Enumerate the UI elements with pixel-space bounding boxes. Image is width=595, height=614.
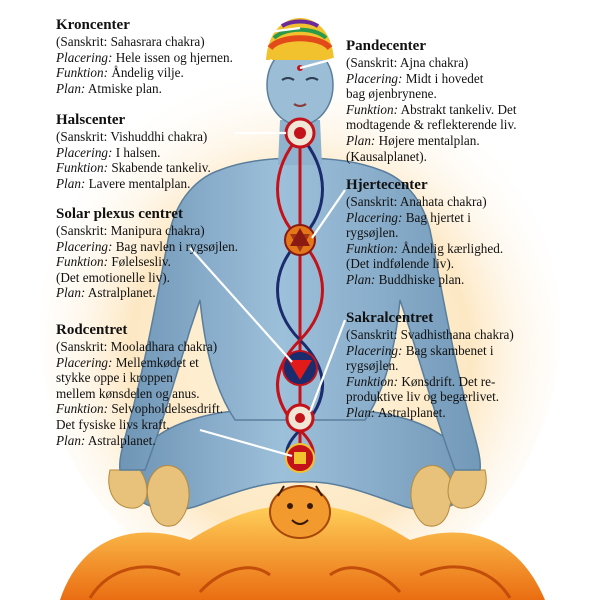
sakralcentret-funktion-2: produktive liv og begærlivet. bbox=[346, 389, 500, 405]
solar-plexus-funktion-2: (Det emotionelle liv). bbox=[56, 269, 170, 285]
kroncenter-placering: Placering: Hele issen og hjernen. bbox=[56, 49, 233, 65]
rodcentret-placering-2: stykke oppe i kroppen bbox=[56, 370, 173, 386]
pandecenter-funktion-2: modtagende & reflekterende liv. bbox=[346, 117, 517, 133]
hjertecenter-funktion-2: (Det indfølende liv). bbox=[346, 256, 455, 272]
crown-lotus-icon bbox=[266, 18, 334, 60]
pandecenter-plan-2: (Kausalplanet). bbox=[346, 148, 427, 164]
kroncenter-funktion: Funktion: Åndelig vilje. bbox=[56, 65, 184, 81]
tiger-head-icon bbox=[269, 485, 331, 539]
rodcentret-funktion-2: Det fysiske livs kraft. bbox=[56, 416, 170, 432]
kroncenter-plan: Plan: Atmiske plan. bbox=[56, 80, 162, 96]
leader-lines bbox=[189, 26, 347, 458]
pandecenter-placering: Placering: Midt i hovedet bbox=[346, 70, 484, 86]
pandecenter-block: Pandecenter (Sanskrit: Ajna chakra) Plac… bbox=[346, 38, 517, 164]
rodcentret-block: Rodcentret (Sanskrit: Mooladhara chakra)… bbox=[56, 322, 223, 448]
pandecenter-placering-2: bag øjenbrynene. bbox=[346, 86, 437, 102]
halscenter-placering: Placering: I halsen. bbox=[56, 144, 161, 160]
sakralcentret-sanskrit: (Sanskrit: Svadhisthana chakra) bbox=[346, 327, 514, 342]
solar-plexus-plan: Plan: Astralplanet. bbox=[56, 285, 156, 301]
hjertecenter-sanskrit: (Sanskrit: Anahata chakra) bbox=[346, 194, 487, 209]
hjertecenter-block: Hjertecenter (Sanskrit: Anahata chakra) … bbox=[346, 177, 503, 288]
solar-plexus-title: Solar plexus centret bbox=[56, 206, 183, 222]
solar-plexus-placering: Placering: Bag navlen i rygsøjlen. bbox=[56, 238, 239, 254]
sakralcentret-block: Sakralcentret (Sanskrit: Svadhisthana ch… bbox=[346, 310, 514, 421]
sakralcentret-placering: Placering: Bag skambenet i bbox=[346, 342, 494, 358]
solar-plexus-block: Solar plexus centret (Sanskrit: Manipura… bbox=[56, 206, 238, 301]
sakralcentret-title: Sakralcentret bbox=[346, 310, 434, 326]
kroncenter-sanskrit: (Sanskrit: Sahasrara chakra) bbox=[56, 34, 205, 49]
sakralcentret-plan: Plan: Astralplanet. bbox=[346, 404, 446, 420]
rodcentret-sanskrit: (Sanskrit: Mooladhara chakra) bbox=[56, 339, 218, 354]
hjertecenter-title: Hjertecenter bbox=[346, 177, 428, 193]
rodcentret-placering: Placering: Mellemkødet et bbox=[56, 354, 199, 370]
solar-plexus-funktion: Funktion: Følelsesliv. bbox=[56, 254, 171, 270]
sakralcentret-funktion: Funktion: Kønsdrift. Det re- bbox=[346, 373, 496, 389]
rodcentret-funktion: Funktion: Selvopholdelsesdrift. bbox=[56, 401, 224, 417]
halscenter-title: Halscenter bbox=[56, 112, 126, 128]
rodcentret-placering-3: mellem kønsdelen og anus. bbox=[56, 385, 200, 401]
chakra-lotus-icon bbox=[282, 117, 318, 473]
solar-plexus-sanskrit: (Sanskrit: Manipura chakra) bbox=[56, 223, 205, 238]
hjertecenter-funktion: Funktion: Åndelig kærlighed. bbox=[346, 240, 504, 256]
pandecenter-title: Pandecenter bbox=[346, 38, 426, 54]
hjertecenter-placering: Placering: Bag hjertet i bbox=[346, 209, 471, 225]
halscenter-funktion: Funktion: Skabende tankeliv. bbox=[56, 160, 211, 176]
sakralcentret-placering-2: rygsøjlen. bbox=[346, 358, 399, 374]
kroncenter-block: Kroncenter (Sanskrit: Sahasrara chakra) … bbox=[56, 17, 233, 96]
pandecenter-plan: Plan: Højere mentalplan. bbox=[346, 132, 480, 148]
pandecenter-funktion: Funktion: Abstrakt tankeliv. Det bbox=[346, 101, 517, 117]
rodcentret-title: Rodcentret bbox=[56, 322, 128, 338]
halscenter-block: Halscenter (Sanskrit: Vishuddhi chakra) … bbox=[56, 112, 211, 191]
hjertecenter-placering-2: rygsøjlen. bbox=[346, 225, 399, 241]
halscenter-sanskrit: (Sanskrit: Vishuddhi chakra) bbox=[56, 129, 208, 144]
tiger-skin-rug bbox=[60, 485, 545, 600]
halscenter-plan: Plan: Lavere mentalplan. bbox=[56, 175, 191, 191]
pandecenter-sanskrit: (Sanskrit: Ajna chakra) bbox=[346, 55, 469, 70]
kroncenter-title: Kroncenter bbox=[56, 17, 130, 33]
rodcentret-plan: Plan: Astralplanet. bbox=[56, 432, 156, 448]
hjertecenter-plan: Plan: Buddhiske plan. bbox=[346, 271, 465, 287]
